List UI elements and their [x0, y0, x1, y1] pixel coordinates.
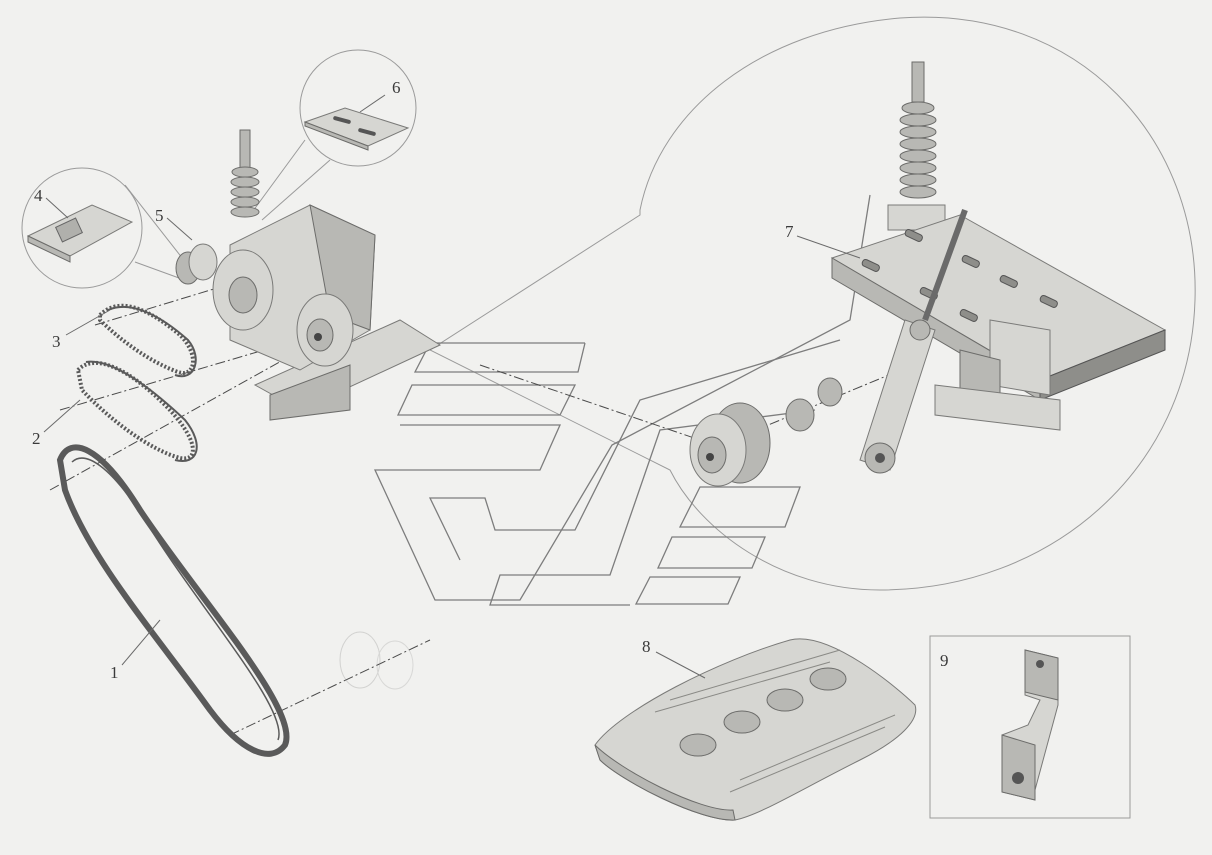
part-8-cover	[594, 638, 917, 821]
label-8: 8	[642, 637, 651, 656]
ghost-pulley	[339, 631, 414, 690]
label-4: 4	[34, 186, 43, 205]
part-labels: 1 2 3 4 5 6 7 8 9	[32, 78, 949, 682]
label-2: 2	[32, 429, 41, 448]
belts	[56, 303, 290, 757]
label-1: 1	[110, 663, 119, 682]
label-7: 7	[785, 222, 794, 241]
callout-circle-4	[21, 167, 143, 289]
callout-circle-7	[428, 16, 1196, 591]
part-9-bracket	[1001, 649, 1059, 801]
gearbox-assembly	[175, 129, 442, 421]
label-9: 9	[940, 651, 949, 670]
part-9-frame	[929, 635, 1131, 819]
label-3: 3	[52, 332, 61, 351]
label-6: 6	[392, 78, 401, 97]
part-4-bracket	[26, 204, 134, 263]
leader-lines	[43, 94, 861, 679]
part-7-frame-assembly	[689, 61, 1167, 487]
watermark-logo	[373, 194, 871, 606]
label-5: 5	[155, 206, 164, 225]
callout-circle-6	[299, 49, 417, 167]
part-6-plate	[303, 107, 410, 151]
